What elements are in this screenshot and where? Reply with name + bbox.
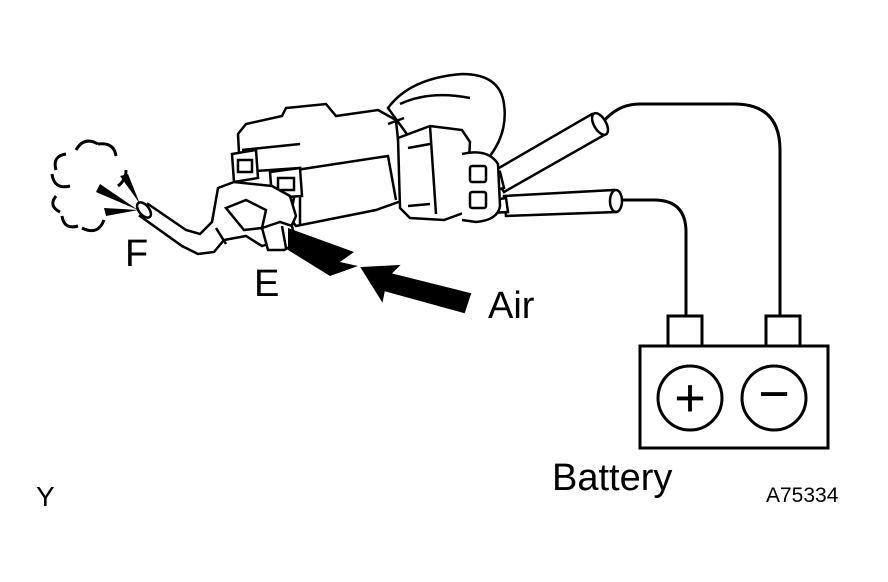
pipe-f — [135, 180, 298, 256]
label-port-e: E — [254, 263, 279, 305]
air-jets-from-f — [96, 174, 140, 216]
positive-sign: + — [674, 368, 706, 428]
electrical-connector — [396, 124, 502, 224]
label-air: Air — [488, 285, 535, 327]
figure-code: A75334 — [766, 484, 839, 507]
label-port-f: F — [125, 233, 148, 275]
air-puffs-from-f — [50, 139, 128, 233]
wire-negative — [601, 102, 782, 316]
battery-positive-terminal — [656, 364, 724, 432]
air-flow-into-e — [288, 228, 358, 276]
wire-positive — [622, 198, 688, 316]
air-arrow — [360, 264, 472, 314]
battery-negative-terminal — [740, 364, 808, 432]
label-battery: Battery — [552, 457, 672, 499]
corner-mark: Y — [36, 481, 55, 512]
negative-sign: − — [758, 364, 790, 424]
